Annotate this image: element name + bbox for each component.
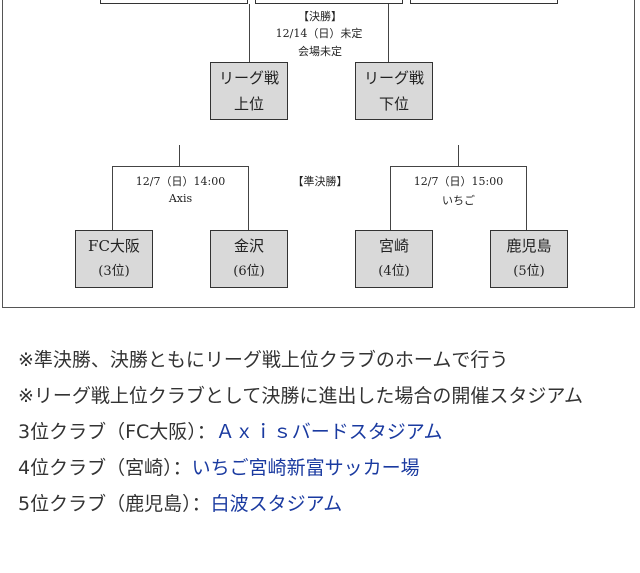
semi-left-bar [112, 166, 249, 167]
venue-link-shiranami[interactable]: 白波スタジアム [210, 493, 343, 515]
final-date: 12/14（日）未定 [275, 27, 363, 40]
semi-right-bar [390, 166, 527, 167]
final-line-right [388, 4, 389, 62]
final-line-left [249, 4, 250, 62]
semi-left-date: 12/7（日）14:00 [135, 175, 226, 188]
final-team-upper-line1: リーグ戦 [218, 69, 279, 87]
team-name: FC大阪 [88, 237, 140, 255]
note-line-2: ※リーグ戦上位クラブとして決勝に進出した場合の開催スタジアム [18, 385, 584, 407]
top-box-center [255, 0, 403, 4]
semi-left-drop-b [248, 166, 249, 230]
bracket-frame [2, 0, 635, 308]
tournament-bracket: 【決勝】 12/14（日）未定 会場未定 リーグ戦 上位 リーグ戦 下位 12/… [2, 0, 635, 308]
note-line-1: ※準決勝、決勝ともにリーグ戦上位クラブのホームで行う [18, 349, 509, 371]
team-rank: (3位) [98, 264, 130, 279]
venue-line-3rd: 3位クラブ（FC大阪）：Ａｘｉｓバードスタジアム [18, 414, 633, 450]
team-box-miyazaki: 宮崎 (4位) [355, 230, 433, 288]
venue-line-5th: 5位クラブ（鹿児島）：白波スタジアム [18, 486, 633, 522]
semi-right-stem [458, 145, 459, 166]
team-box-kagoshima: 鹿児島 (5位) [490, 230, 568, 288]
venue-label-5th: 5位クラブ（鹿児島）： [18, 493, 211, 515]
semi-left-drop-a [112, 166, 113, 230]
semi-right-venue: いちご [442, 194, 475, 207]
final-team-upper: リーグ戦 上位 [210, 62, 288, 120]
final-team-lower-line2: 下位 [378, 95, 409, 113]
semi-right-drop-a [390, 166, 391, 230]
team-rank: (5位) [513, 264, 545, 279]
team-box-fc-osaka: FC大阪 (3位) [75, 230, 153, 288]
venue-label-3rd: 3位クラブ（FC大阪）： [18, 421, 216, 443]
final-team-lower: リーグ戦 下位 [355, 62, 433, 120]
final-title: 【決勝】 [298, 10, 342, 23]
notes-section: ※準決勝、決勝ともにリーグ戦上位クラブのホームで行う ※リーグ戦上位クラブとして… [18, 342, 633, 522]
team-rank: (6位) [233, 264, 265, 279]
team-name: 金沢 [233, 237, 264, 255]
venue-link-ichigo[interactable]: いちご宮崎新富サッカー場 [191, 457, 420, 479]
semi-left-venue: Axis [168, 192, 193, 205]
semi-right-drop-b [526, 166, 527, 230]
final-team-upper-line2: 上位 [233, 95, 264, 113]
final-team-lower-line1: リーグ戦 [363, 69, 424, 87]
team-name: 鹿児島 [506, 237, 552, 255]
team-box-kanazawa: 金沢 (6位) [210, 230, 288, 288]
team-rank: (4位) [378, 264, 410, 279]
semi-right-date: 12/7（日）15:00 [413, 175, 504, 188]
venue-link-axis[interactable]: Ａｘｉｓバードスタジアム [215, 421, 443, 443]
top-box-right [410, 0, 558, 4]
venue-line-4th: 4位クラブ（宮崎）：いちご宮崎新富サッカー場 [18, 450, 633, 486]
final-venue: 会場未定 [298, 45, 342, 58]
semifinal-title: 【準決勝】 [292, 175, 348, 188]
semi-left-stem [179, 145, 180, 166]
team-name: 宮崎 [378, 237, 409, 255]
top-box-left [100, 0, 248, 4]
venue-label-4th: 4位クラブ（宮崎）： [18, 457, 192, 479]
